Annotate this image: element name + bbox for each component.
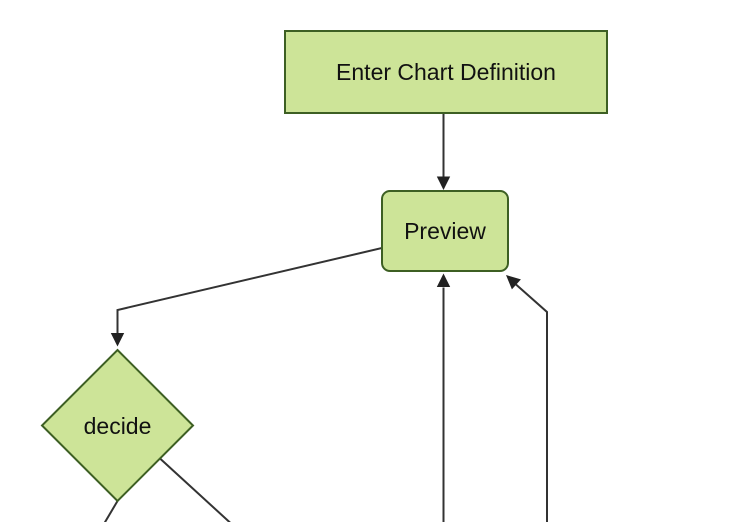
diamond-shape (40, 348, 195, 503)
edge-decide-to-offscreen-bottom-right (159, 457, 231, 522)
edge-preview-to-decide (110, 247, 383, 347)
node-label: Preview (404, 218, 486, 244)
edge-line (515, 283, 548, 522)
arrowhead-up-left-icon (506, 275, 521, 290)
edge-line (103, 500, 119, 522)
edge-decide-to-offscreen-bottom-left (103, 500, 119, 522)
node-label: decide (84, 413, 152, 439)
edge-enter-chart-definition-to-preview (436, 113, 451, 190)
node-enter-chart-definition: Enter Chart Definition (284, 30, 608, 114)
edge-line (159, 457, 231, 522)
arrowhead-down-icon (436, 176, 451, 190)
node-preview: Preview (381, 190, 509, 272)
arrowhead-up-icon (436, 273, 451, 287)
edge-offscreen-bottom-to-preview (436, 273, 451, 522)
arrowhead-down-icon (110, 333, 125, 347)
node-label: Enter Chart Definition (336, 59, 556, 85)
edge-offscreen-bottom-right-to-preview (506, 275, 548, 522)
node-decide: decide (40, 348, 195, 503)
rectangle-shape (284, 30, 608, 114)
rounded-rectangle-shape (381, 190, 509, 272)
edge-line (116, 247, 383, 333)
